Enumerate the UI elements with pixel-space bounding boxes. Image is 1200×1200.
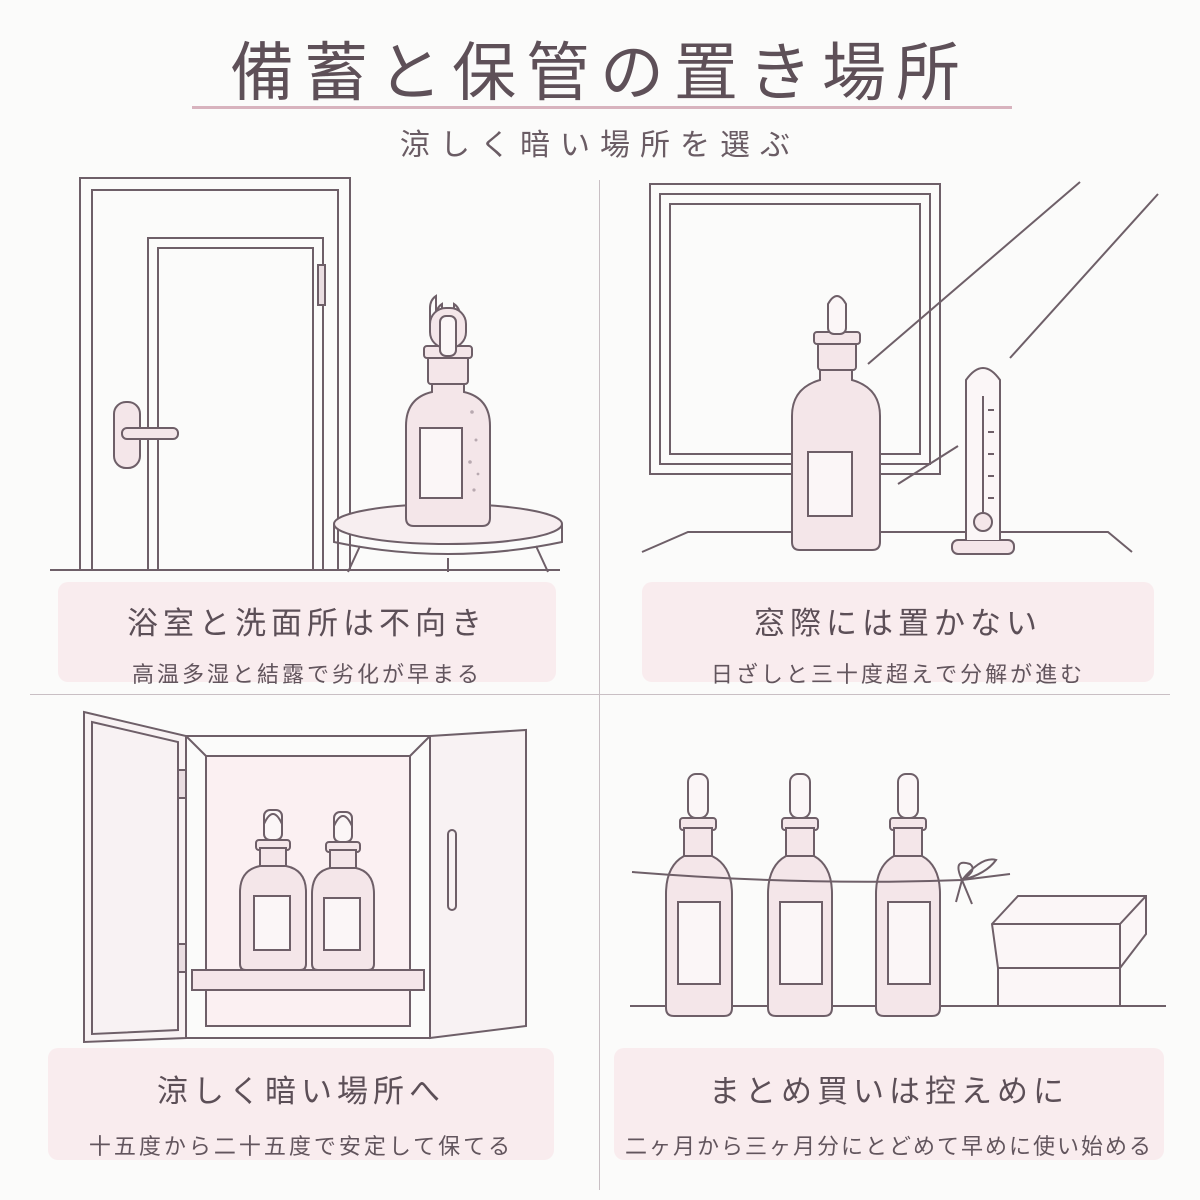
panel-4-title: まとめ買いは控えめに xyxy=(709,1074,1069,1110)
panel-4-subtitle: 二ヶ月から三ヶ月分にとどめて早めに使い始める xyxy=(624,1135,1153,1160)
panel-1-subtitle: 高温多湿と結露で劣化が早まる xyxy=(131,663,482,688)
horizontal-divider xyxy=(30,694,1170,695)
bottles-and-box-illustration xyxy=(626,762,1170,1032)
window-illustration xyxy=(630,170,1170,570)
panel-1-title: 浴室と洗面所は不向き xyxy=(127,606,487,642)
page-subtitle: 涼しく暗い場所を選ぶ xyxy=(400,128,800,163)
panel-1-caption: 浴室と洗面所は不向き 高温多湿と結露で劣化が早まる xyxy=(58,582,556,688)
title-underline xyxy=(192,106,1012,109)
panel-3-subtitle: 十五度から二十五度で安定して保てる xyxy=(88,1135,514,1160)
panel-2-title: 窓際には置かない xyxy=(754,606,1042,642)
panel-4-caption: まとめ買いは控えめに 二ヶ月から三ヶ月分にとどめて早めに使い始める xyxy=(614,1048,1164,1160)
bathroom-door-illustration xyxy=(30,170,570,580)
cabinet-illustration xyxy=(70,708,540,1044)
panel-2-caption: 窓際には置かない 日ざしと三十度超えで分解が進む xyxy=(642,582,1154,688)
panel-3-title: 涼しく暗い場所へ xyxy=(157,1074,445,1110)
panel-3-caption: 涼しく暗い場所へ 十五度から二十五度で安定して保てる xyxy=(48,1048,554,1160)
vertical-divider xyxy=(599,180,600,1190)
panel-2-subtitle: 日ざしと三十度超えで分解が進む xyxy=(710,663,1086,688)
page-title: 備蓄と保管の置き場所 xyxy=(230,37,970,111)
